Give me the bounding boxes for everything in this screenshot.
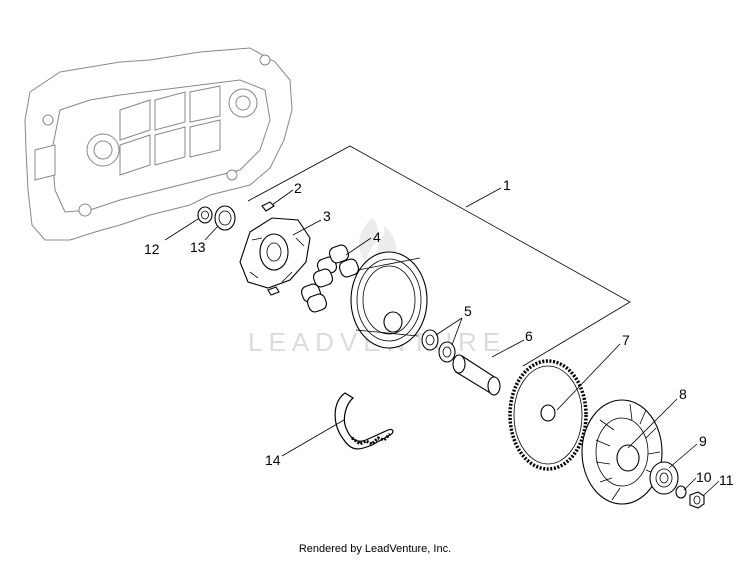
callouts: 1 2 3 4 5 6 7 8 9 10 11 12 13 14 xyxy=(144,177,734,488)
render-credit: Rendered by LeadVenture, Inc. xyxy=(298,543,452,555)
callout-9: 9 xyxy=(699,433,707,449)
ramp-plate-3 xyxy=(239,217,311,289)
callout-3: 3 xyxy=(323,208,331,224)
callout-8: 8 xyxy=(679,386,687,402)
callout-2: 2 xyxy=(294,180,302,196)
callout-1: 1 xyxy=(503,177,511,193)
washer-13 xyxy=(214,205,236,231)
callout-10: 10 xyxy=(696,469,712,485)
callout-4: 4 xyxy=(373,229,381,245)
callout-5: 5 xyxy=(464,303,472,319)
callout-11: 11 xyxy=(719,472,734,488)
leader-lines xyxy=(164,187,720,497)
bracket-1 xyxy=(247,145,631,367)
crankcase-housing xyxy=(24,47,293,241)
ring-gear-7 xyxy=(508,359,588,471)
drive-nut-9 xyxy=(649,461,679,495)
fan-8 xyxy=(581,399,663,505)
rollers-4 xyxy=(300,244,360,313)
callout-7: 7 xyxy=(622,332,630,348)
callout-13: 13 xyxy=(190,239,206,255)
callout-12: 12 xyxy=(144,241,160,257)
sleeve-6 xyxy=(452,354,501,396)
callout-14: 14 xyxy=(265,452,281,468)
oil-seal-12 xyxy=(197,206,213,224)
variator-pulley xyxy=(350,251,428,349)
drive-belt-14 xyxy=(334,392,394,450)
nut-11 xyxy=(689,491,705,509)
washer-10 xyxy=(675,485,687,499)
callout-6: 6 xyxy=(525,328,533,344)
bushings-5 xyxy=(421,329,456,363)
